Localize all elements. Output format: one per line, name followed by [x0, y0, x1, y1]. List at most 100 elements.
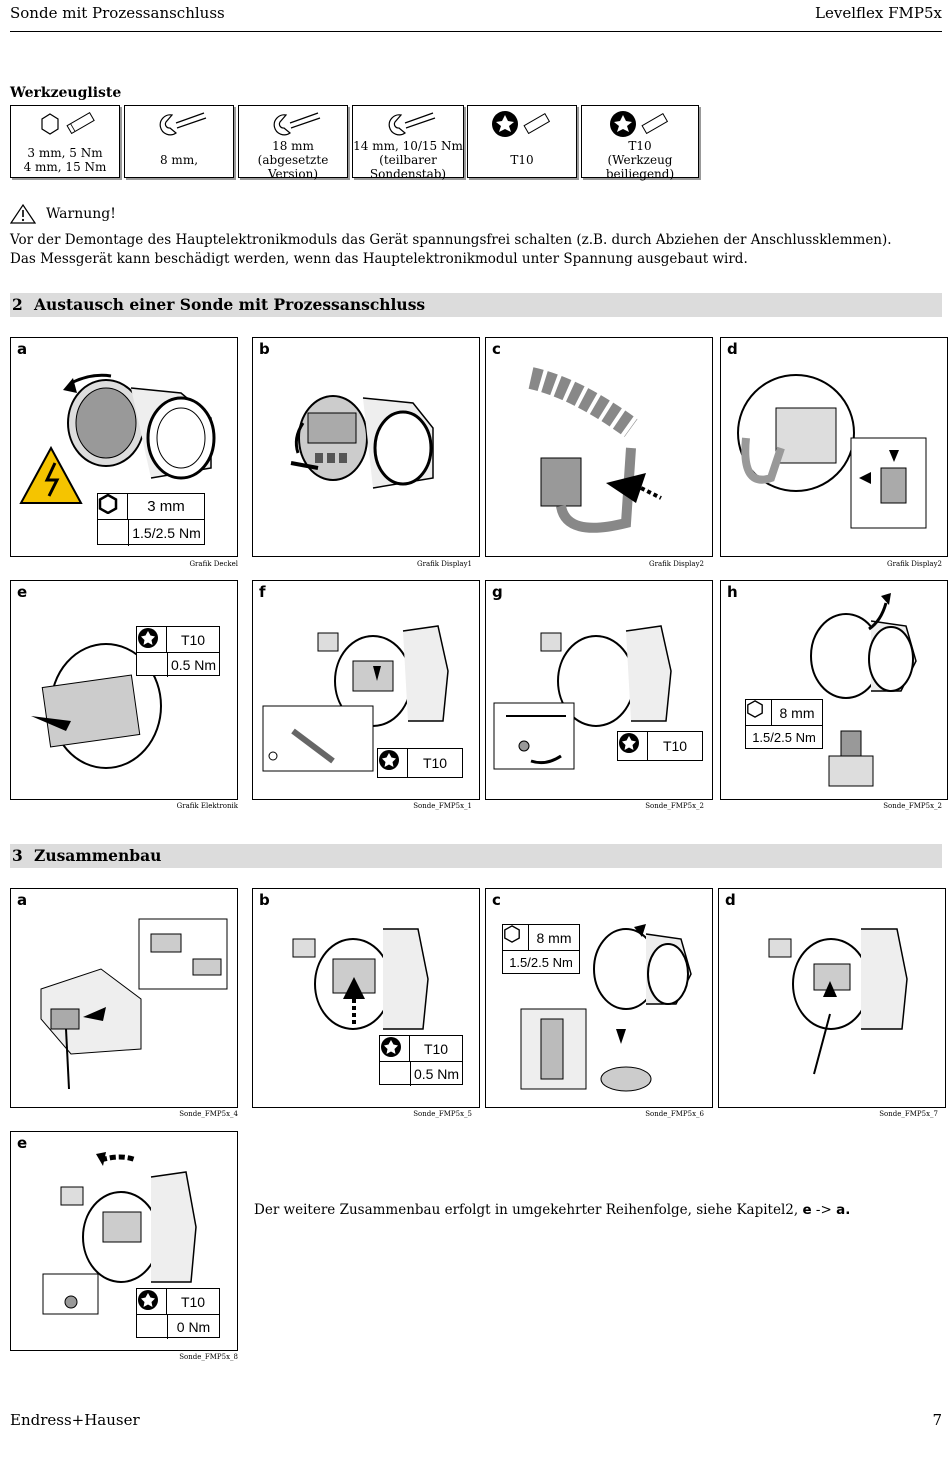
- tool-wrench-18mm: 18 mm(abgesetzte Version): [238, 105, 348, 181]
- figure-panel-2d: d: [720, 337, 948, 557]
- electronics-removal-illustration: [31, 643, 162, 769]
- tool-wrench-8mm: 8 mm,: [124, 105, 234, 178]
- tool-spec-box: T10: [617, 731, 703, 761]
- warning-title: Warnung!: [46, 206, 116, 222]
- panel-letter: f: [259, 583, 266, 601]
- tool-spec-box: T10 0.5 Nm: [379, 1035, 463, 1086]
- probe-screw-illustration: [262, 625, 449, 772]
- figure-panel-2a: a 3 mm 1.5/2.5 Nm: [10, 337, 238, 557]
- torque-value: 0.5 Nm: [167, 653, 219, 677]
- torque-value: 0.5 Nm: [410, 1062, 462, 1086]
- figure-caption: Grafik Deckel: [189, 560, 238, 568]
- figure-panel-2g: g T10: [485, 580, 713, 800]
- figure-panel-2b: b: [252, 337, 480, 557]
- figure-panel-2c: c: [485, 337, 713, 557]
- panel-letter: d: [727, 340, 738, 358]
- panel-letter: b: [259, 340, 270, 358]
- tool-size: 3 mm: [128, 494, 204, 520]
- section-number: 3: [12, 846, 23, 865]
- figure-caption: Sonde_FMP5x_8: [179, 1353, 238, 1361]
- final-screw-illustration: [42, 1152, 197, 1315]
- running-header-right: Levelflex FMP5x: [815, 4, 942, 22]
- housing-removal-illustration: [810, 593, 917, 787]
- tool-torx-t10: T10: [467, 105, 577, 178]
- section-number: 2: [12, 295, 23, 314]
- figure-panel-3e: e T10 0 Nm: [10, 1131, 238, 1351]
- torque-value: 0 Nm: [167, 1315, 219, 1339]
- panel-letter: e: [17, 1134, 28, 1152]
- display-cable-illustration: [528, 367, 662, 533]
- connector-insert-illustration: [40, 918, 228, 1090]
- connector-plug-illustration: [768, 928, 908, 1075]
- torx-icon: [610, 111, 669, 137]
- tool-size: 8 mm: [529, 925, 579, 951]
- tool-size: 8 mm: [772, 700, 822, 726]
- torx-icon: [492, 111, 551, 137]
- warning-triangle-icon: [10, 204, 36, 224]
- connector-release-illustration: [737, 374, 927, 529]
- warning-text-2: Das Messgerät kann beschädigt werden, we…: [10, 251, 748, 267]
- figure-panel-3c: c 8 mm 1.5/2.5 Nm: [485, 888, 713, 1108]
- display-removal-illustration: [290, 395, 434, 489]
- tool-size: T10: [410, 1036, 462, 1062]
- running-header-left: Sonde mit Prozessanschluss: [10, 4, 225, 22]
- note-text: Der weitere Zusammenbau erfolgt in umgek…: [254, 1202, 799, 1218]
- page-number: 7: [932, 1411, 942, 1429]
- tool-spec-box: T10 0 Nm: [136, 1288, 220, 1339]
- figure-caption: Sonde_FMP5x_4: [179, 1110, 238, 1118]
- panel-letter: c: [492, 891, 501, 909]
- torque-value: 1.5/2.5 Nm: [128, 520, 204, 546]
- warning-heading: Warnung!: [10, 204, 116, 224]
- torx-icon: [379, 750, 399, 770]
- panel-letter: c: [492, 340, 501, 358]
- panel-letter: a: [17, 340, 28, 358]
- tool-wrench-14mm: 14 mm, 10/15 Nm(teilbarer Sondenstab): [352, 105, 464, 181]
- hex-key-icon: [41, 111, 95, 135]
- figure-caption: Grafik Elektronik: [176, 802, 238, 810]
- tool-spec-box: 3 mm 1.5/2.5 Nm: [97, 493, 205, 546]
- figure-panel-2e: e T10 0.5 Nm: [10, 580, 238, 800]
- figure-caption: Sonde_FMP5x_2: [883, 802, 942, 810]
- panel-letter: a: [17, 891, 28, 909]
- figure-panel-2h: h 8 mm 1.5/2.5 Nm: [720, 580, 948, 800]
- hex-key-icon: [504, 925, 520, 943]
- figure-panel-3b: b T10 0.5 Nm: [252, 888, 480, 1108]
- panel-letter: b: [259, 891, 270, 909]
- tool-spec-box: 8 mm 1.5/2.5 Nm: [502, 924, 580, 974]
- tool-size: T10: [167, 627, 219, 653]
- panel-letter: g: [492, 583, 503, 601]
- torx-icon: [381, 1037, 401, 1057]
- figure-caption: Sonde_FMP5x_6: [645, 1110, 704, 1118]
- hex-key-icon: [98, 494, 118, 514]
- header-rule: [10, 31, 942, 32]
- panel-letter: h: [727, 583, 738, 601]
- figure-caption: Grafik Display1: [417, 560, 472, 568]
- panel-letter: d: [725, 891, 736, 909]
- figure-caption: Grafik Display2: [649, 560, 704, 568]
- torque-value: 1.5/2.5 Nm: [509, 955, 573, 970]
- note-to-step: a.: [836, 1202, 851, 1218]
- panel-letter: e: [17, 583, 28, 601]
- tool-spec-box: 8 mm 1.5/2.5 Nm: [745, 699, 823, 749]
- tool-spec-box: T10 0.5 Nm: [136, 626, 220, 677]
- figure-panel-3d: d: [718, 888, 946, 1108]
- figure-caption: Grafik Display2: [887, 560, 942, 568]
- figure-panel-3a: a: [10, 888, 238, 1108]
- warning-text-1: Vor der Demontage des Hauptelektronikmod…: [10, 232, 892, 248]
- torx-icon: [138, 628, 158, 648]
- tool-torx-t10-included: T10(Werkzeug beiliegend): [581, 105, 699, 181]
- torx-icon: [138, 1290, 158, 1310]
- open-wrench-icon: [388, 112, 436, 136]
- torque-value: 1.5/2.5 Nm: [752, 730, 816, 745]
- open-wrench-icon: [273, 112, 321, 136]
- open-wrench-icon: [159, 112, 207, 136]
- figure-caption: Sonde_FMP5x_7: [879, 1110, 938, 1118]
- tool-size: T10: [167, 1289, 219, 1315]
- tool-spec-box: T10: [377, 748, 463, 778]
- assembly-note: Der weitere Zusammenbau erfolgt in umgek…: [254, 1202, 850, 1218]
- tool-size: T10: [422, 755, 448, 771]
- figure-caption: Sonde_FMP5x_5: [413, 1110, 472, 1118]
